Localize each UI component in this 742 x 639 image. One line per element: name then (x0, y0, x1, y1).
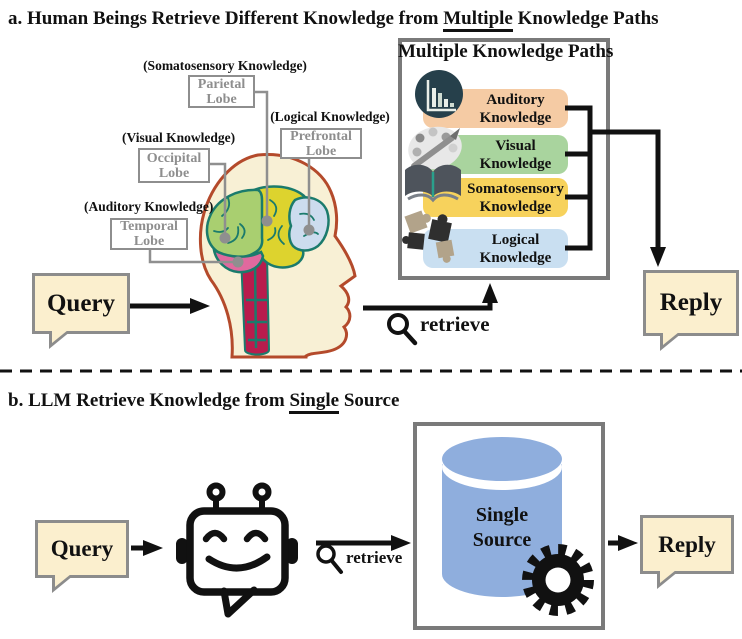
knowledge-bar-visual: Visual Knowledge (423, 135, 568, 174)
single-source-line2: Source (472, 529, 532, 551)
caption-somatosensory: (Somatosensory Knowledge) (143, 58, 307, 73)
auditory-label-line2: Knowledge (479, 109, 552, 126)
paths-box-title: Multiple Knowledge Paths (398, 41, 614, 62)
panel-a-title-suffix: Knowledge Paths (512, 8, 659, 29)
brain-folds (213, 197, 319, 245)
lobe-parietal-line1: Parietal (197, 76, 246, 92)
human-head-illustration (148, 90, 357, 359)
knowledge-bar-somatosensory: Somatosensory Knowledge (423, 178, 568, 217)
panel-b-title-underlined-word: Single (289, 390, 340, 414)
lobe-temporal-line1: Temporal (120, 219, 178, 234)
knowledge-bar-logical: Logical Knowledge (423, 229, 568, 268)
knowledge-bar-auditory: Auditory Knowledge (423, 89, 568, 128)
caption-auditory: (Auditory Knowledge) (84, 199, 214, 214)
panel-b-title: b. LLM Retrieve Knowledge from Single So… (8, 390, 400, 414)
brain-stem-line (253, 261, 258, 349)
query-label-a: Query (46, 289, 116, 317)
lobe-leader-lines (148, 90, 311, 264)
logical-label-line1: Logical (491, 231, 540, 248)
lobe-parietal-line2: Lobe (206, 91, 237, 107)
reply-bubble-a: Reply (643, 270, 739, 351)
auditory-label-line1: Auditory (486, 91, 545, 108)
visual-label-line2: Knowledge (479, 155, 552, 172)
panel-a-title-underlined-word: Multiple (443, 8, 513, 32)
retrieve-label-a: retrieve (420, 312, 490, 336)
single-source-line1: Single (475, 504, 529, 526)
lobe-box-occipital: Occipital Lobe (138, 148, 210, 183)
lobe-box-temporal: Temporal Lobe (110, 218, 188, 250)
query-label-b: Query (50, 536, 114, 561)
brain-stem-bars (246, 298, 268, 342)
panel-a-title-prefix: a. Human Beings Retrieve Different Knowl… (8, 8, 444, 29)
database-cylinder-icon (442, 437, 562, 597)
reply-bubble-b: Reply (640, 515, 734, 589)
caption-visual: (Visual Knowledge) (122, 130, 236, 145)
panel-a-title: a. Human Beings Retrieve Different Knowl… (8, 8, 659, 32)
query-bubble-b: Query (35, 520, 129, 593)
lobe-prefrontal-line2: Lobe (305, 143, 337, 159)
single-source-text: Single Source (452, 503, 552, 553)
robot-icon (176, 482, 298, 618)
lobe-occipital-line1: Occipital (146, 150, 202, 166)
lobe-temporal-line2: Lobe (133, 234, 165, 249)
lobe-box-prefrontal: Prefrontal Lobe (280, 128, 362, 159)
lobe-leader-dots (219, 215, 315, 268)
query-bubble-a: Query (32, 273, 130, 349)
lobe-box-parietal: Parietal Lobe (188, 75, 255, 108)
lobe-prefrontal-line1: Prefrontal (290, 128, 352, 144)
somatosensory-label-line2: Knowledge (479, 198, 552, 215)
retrieve-label-b: retrieve (346, 548, 403, 567)
reply-label-a: Reply (659, 289, 723, 316)
somatosensory-label-line1: Somatosensory (467, 180, 564, 197)
panel-b-title-suffix: Source (339, 390, 400, 411)
panel-b-title-prefix: b. LLM Retrieve Knowledge from (8, 390, 290, 411)
logical-label-line2: Knowledge (479, 249, 552, 266)
lobe-occipital-line2: Lobe (158, 165, 190, 181)
single-source-box (413, 422, 605, 630)
visual-label-line1: Visual (495, 137, 536, 154)
caption-logical: (Logical Knowledge) (270, 109, 390, 124)
reply-label-b: Reply (658, 531, 716, 557)
